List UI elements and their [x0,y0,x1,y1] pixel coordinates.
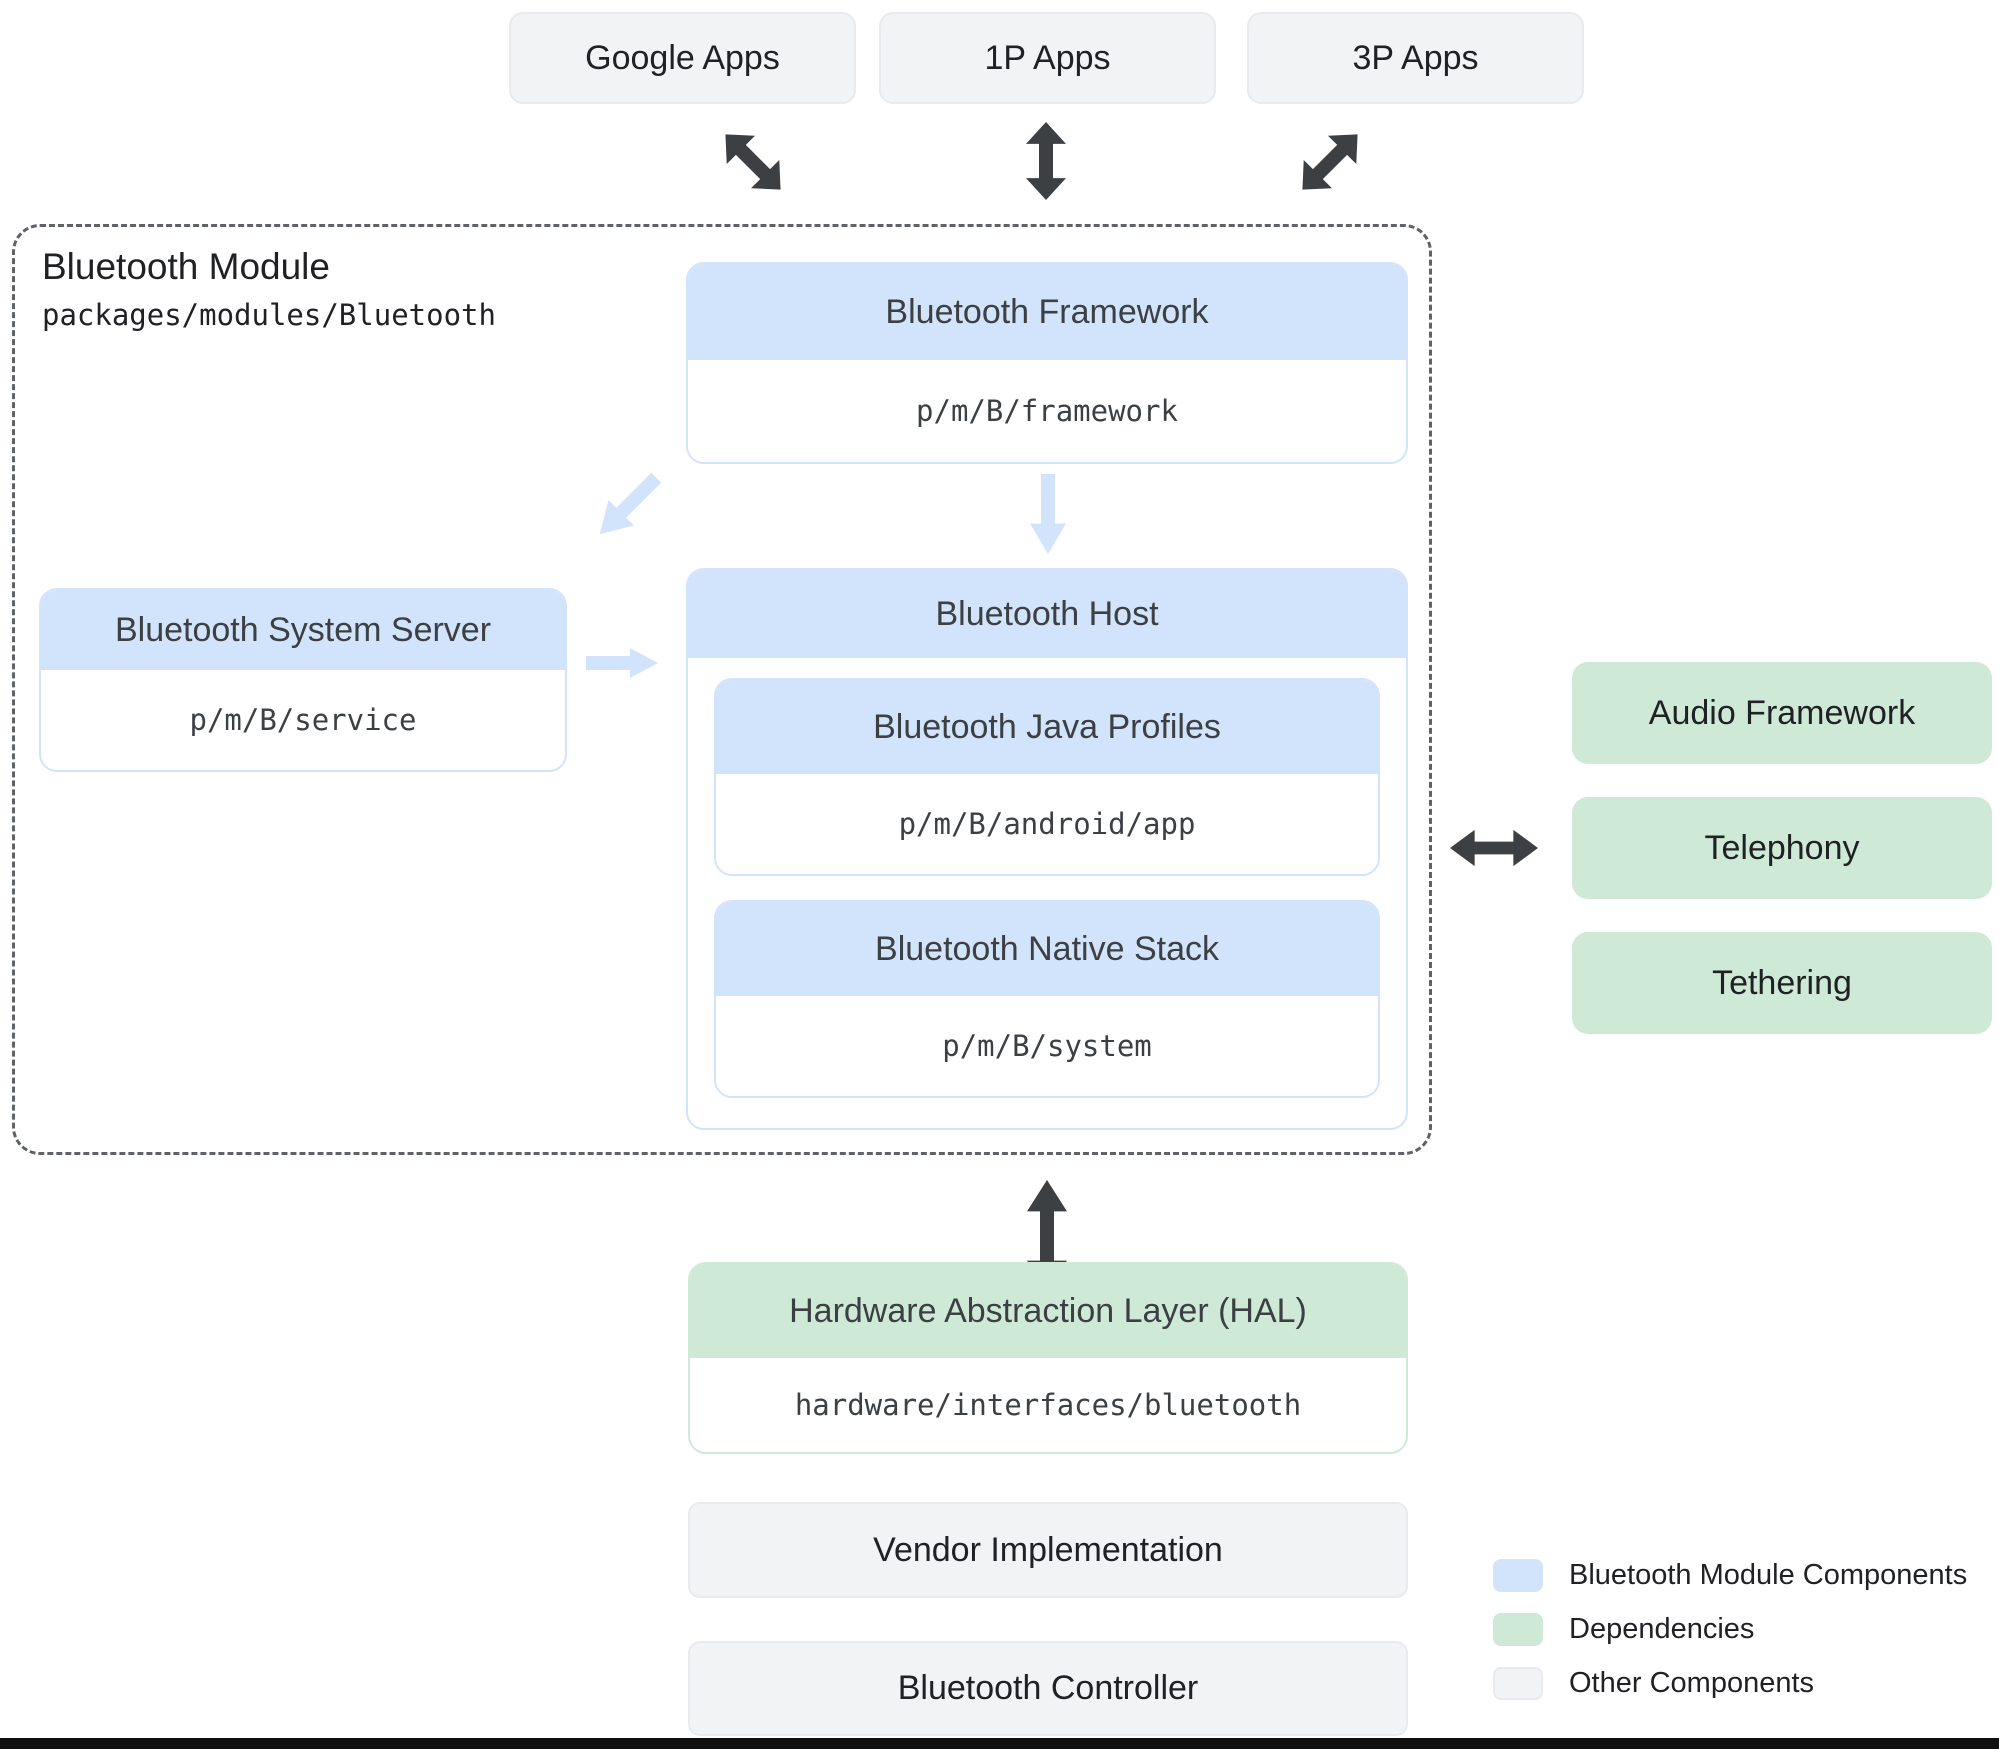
bluetooth-system-server-path: p/m/B/service [41,670,565,770]
audio-framework-label: Audio Framework [1648,693,1916,732]
third-party-apps-label: 3P Apps [1352,38,1479,77]
hal-box: Hardware Abstraction Layer (HAL) hardwar… [688,1262,1408,1454]
telephony-box: Telephony [1572,797,1992,899]
bluetooth-native-stack-box: Bluetooth Native Stack p/m/B/system [714,900,1380,1098]
arrow-framework-to-system-server-icon [599,472,662,535]
google-apps-label: Google Apps [585,38,780,77]
bluetooth-java-profiles-box: Bluetooth Java Profiles p/m/B/android/ap… [714,678,1380,876]
legend-label-other-components: Other Components [1569,1667,1815,1699]
bluetooth-java-profiles-path: p/m/B/android/app [716,774,1378,874]
bluetooth-host-title: Bluetooth Host [688,570,1406,658]
legend-item-dependencies: Dependencies [1493,1613,1754,1646]
bluetooth-native-stack-title: Bluetooth Native Stack [716,902,1378,996]
bluetooth-framework-title: Bluetooth Framework [688,264,1406,360]
bluetooth-system-server-title: Bluetooth System Server [41,590,565,670]
google-apps-box: Google Apps [509,12,856,104]
bluetooth-system-server-box: Bluetooth System Server p/m/B/service [39,588,567,772]
legend-label-dependencies: Dependencies [1569,1613,1755,1645]
bidirectional-arrow-3p-apps-icon [1302,134,1358,190]
bluetooth-controller-box: Bluetooth Controller [688,1641,1408,1736]
legend-swatch-gray [1493,1667,1543,1700]
bluetooth-controller-label: Bluetooth Controller [897,1669,1199,1707]
arrow-framework-to-host-icon [1030,474,1066,554]
audio-framework-box: Audio Framework [1572,662,1992,764]
bidirectional-arrow-google-apps-icon [725,134,781,190]
telephony-label: Telephony [1704,828,1860,867]
bidirectional-arrow-dependencies-icon [1450,829,1538,867]
bluetooth-module-container [12,224,1432,1155]
arrow-system-server-to-host-icon [586,648,658,678]
bluetooth-java-profiles-title: Bluetooth Java Profiles [716,680,1378,774]
screenshot-bottom-edge [0,1738,1999,1749]
legend-swatch-blue [1493,1559,1543,1592]
hal-title: Hardware Abstraction Layer (HAL) [690,1264,1406,1358]
tethering-box: Tethering [1572,932,1992,1034]
bluetooth-native-stack-path: p/m/B/system [716,996,1378,1096]
first-party-apps-label: 1P Apps [984,38,1111,77]
third-party-apps-box: 3P Apps [1247,12,1584,104]
tethering-label: Tethering [1712,963,1852,1002]
legend-swatch-green [1493,1613,1543,1646]
vendor-implementation-label: Vendor Implementation [873,1530,1223,1569]
bluetooth-framework-box: Bluetooth Framework p/m/B/framework [686,262,1408,464]
vendor-implementation-box: Vendor Implementation [688,1502,1408,1598]
bidirectional-arrow-1p-apps-icon [1026,122,1066,200]
bluetooth-module-path: packages/modules/Bluetooth [42,298,496,332]
hal-path: hardware/interfaces/bluetooth [690,1358,1406,1452]
bluetooth-framework-path: p/m/B/framework [688,360,1406,462]
legend-item-module-components: Bluetooth Module Components [1493,1559,1967,1592]
legend-label-module-components: Bluetooth Module Components [1569,1559,1968,1591]
first-party-apps-box: 1P Apps [879,12,1216,104]
legend-item-other-components: Other Components [1493,1667,1814,1700]
bluetooth-module-title: Bluetooth Module [42,246,330,287]
bluetooth-host-box: Bluetooth Host Bluetooth Java Profiles p… [686,568,1408,1130]
